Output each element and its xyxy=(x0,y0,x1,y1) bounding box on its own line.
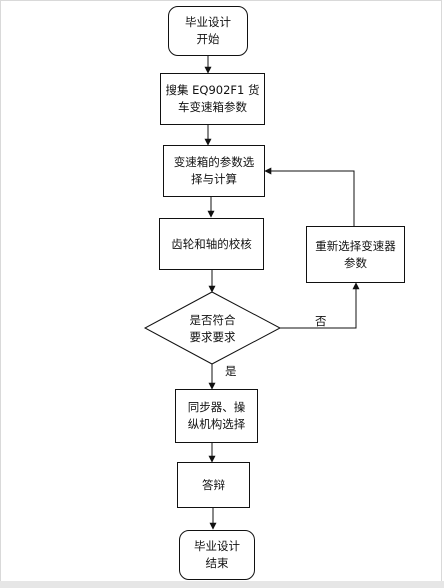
start-label: 毕业设计 开始 xyxy=(185,15,231,46)
end-label: 毕业设计 结束 xyxy=(194,539,240,570)
collect-params-node: 搜集 EQ902F1 货 车变速箱参数 xyxy=(160,73,265,125)
gear-check-node: 齿轮和轴的校核 xyxy=(159,218,264,270)
decision-diamond xyxy=(143,291,282,365)
select-calc-label: 变速箱的参数选 择与计算 xyxy=(173,155,255,186)
decision-label-box: 是否符合 要求要求 xyxy=(165,312,260,346)
start-node: 毕业设计 开始 xyxy=(168,6,248,56)
collect-params-label: 搜集 EQ902F1 货 车变速箱参数 xyxy=(165,83,260,114)
sync-mechanism-label: 同步器、操 纵机构选择 xyxy=(187,400,246,431)
edge-reselect-to-select xyxy=(264,167,355,226)
edge-label-no: 否 xyxy=(315,314,327,328)
defense-node: 答辩 xyxy=(177,462,250,508)
end-node: 毕业设计 结束 xyxy=(179,530,255,580)
defense-label: 答辩 xyxy=(202,477,225,492)
edge-label-yes: 是 xyxy=(225,364,237,378)
decision-label: 是否符合 要求要求 xyxy=(189,313,236,344)
sync-mechanism-node: 同步器、操 纵机构选择 xyxy=(175,389,258,443)
reselect-label: 重新选择变速器 参数 xyxy=(315,238,396,270)
edge-decision-to-reselect xyxy=(280,282,360,329)
gear-check-label: 齿轮和轴的校核 xyxy=(171,236,252,251)
select-calc-node: 变速箱的参数选 择与计算 xyxy=(163,145,265,197)
bottom-scrollbar-strip xyxy=(0,581,444,588)
reselect-node: 重新选择变速器 参数 xyxy=(306,226,405,283)
